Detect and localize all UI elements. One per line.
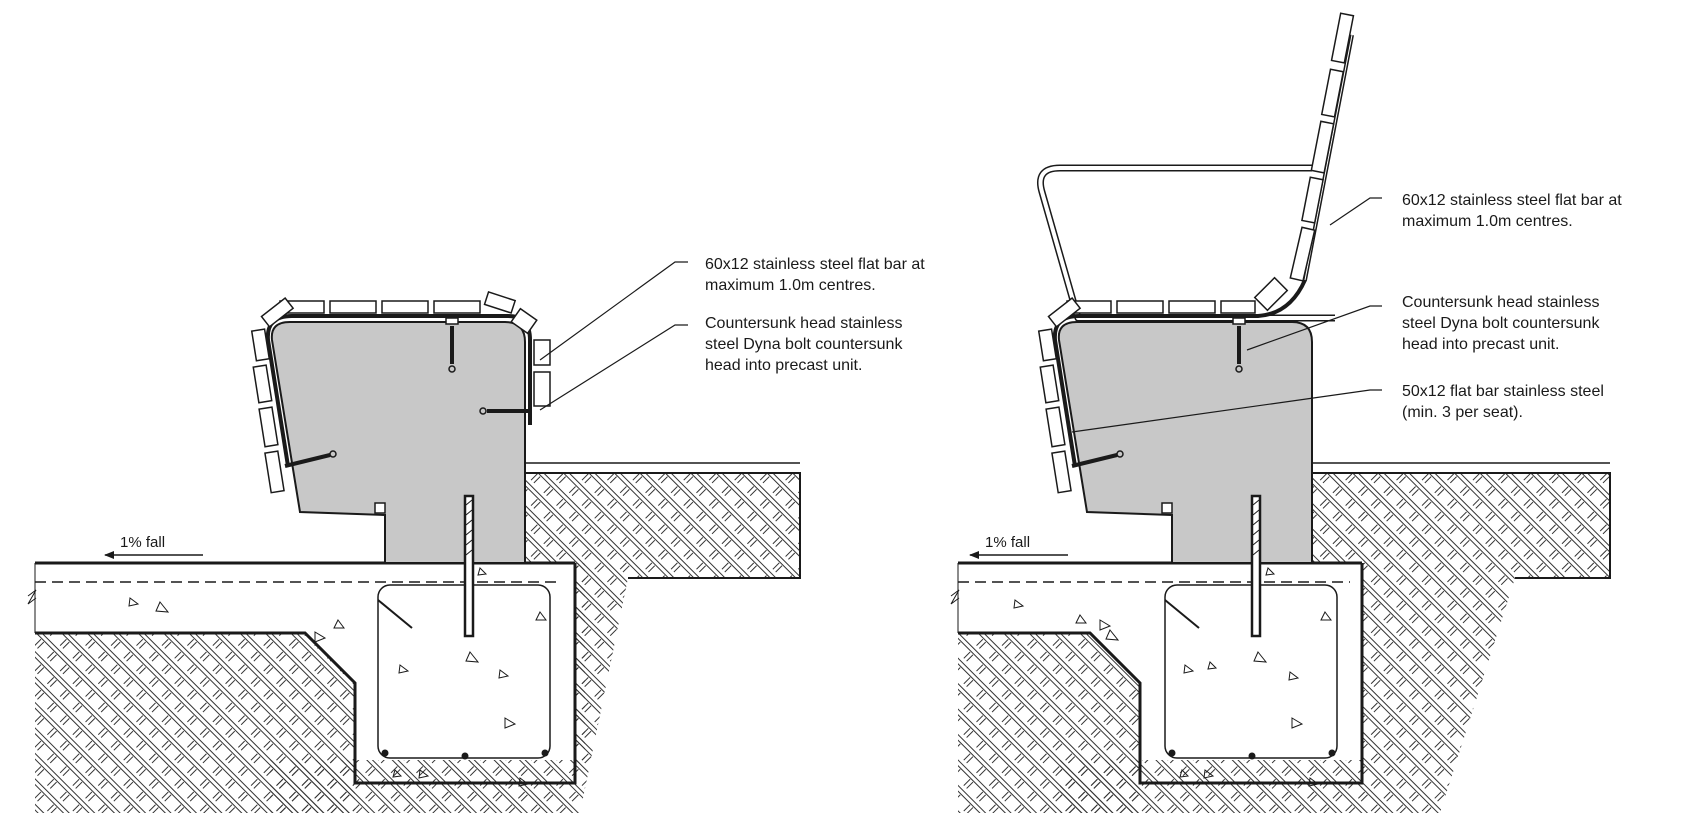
annotation-labels: 60x12 stainless steel flat bar at maximu… <box>1402 192 1626 421</box>
soil-hatch <box>35 473 800 813</box>
fall-indicator: 1% fall <box>104 534 203 559</box>
starter-bar <box>463 494 475 638</box>
precast-seat-unit <box>270 321 526 564</box>
label-flat-bar: 60x12 stainless steel flat bar at maximu… <box>705 256 929 294</box>
fall-label: 1% fall <box>985 534 1030 551</box>
backrest-frame <box>1037 164 1335 322</box>
starter-bar <box>1250 494 1262 638</box>
dyna-bolts <box>1071 317 1246 468</box>
label-flat-bar: 60x12 stainless steel flat bar at maximu… <box>1402 192 1626 230</box>
detail-right: 1% fall <box>950 12 1626 813</box>
precast-seat-unit <box>1057 321 1313 564</box>
soil-hatch <box>958 473 1610 813</box>
label-50x12-flat-bar: 50x12 flat bar stainless steel (min. 3 p… <box>1402 383 1608 421</box>
annotation-labels: 60x12 stainless steel flat bar at maximu… <box>705 256 929 374</box>
detail-left: 1% fall <box>27 256 929 813</box>
leader-lines <box>539 261 688 411</box>
label-dyna-bolt: Countersunk head stainless steel Dyna bo… <box>1402 294 1604 353</box>
leader-lines <box>1071 197 1382 433</box>
steel-flat-bar <box>1052 34 1354 467</box>
timber-slats <box>250 291 551 494</box>
dyna-bolts <box>284 317 530 468</box>
fall-label: 1% fall <box>120 534 165 551</box>
label-dyna-bolt: Countersunk head stainless steel Dyna bo… <box>705 315 907 374</box>
fall-indicator: 1% fall <box>969 534 1068 559</box>
timber-slats <box>1037 12 1355 494</box>
